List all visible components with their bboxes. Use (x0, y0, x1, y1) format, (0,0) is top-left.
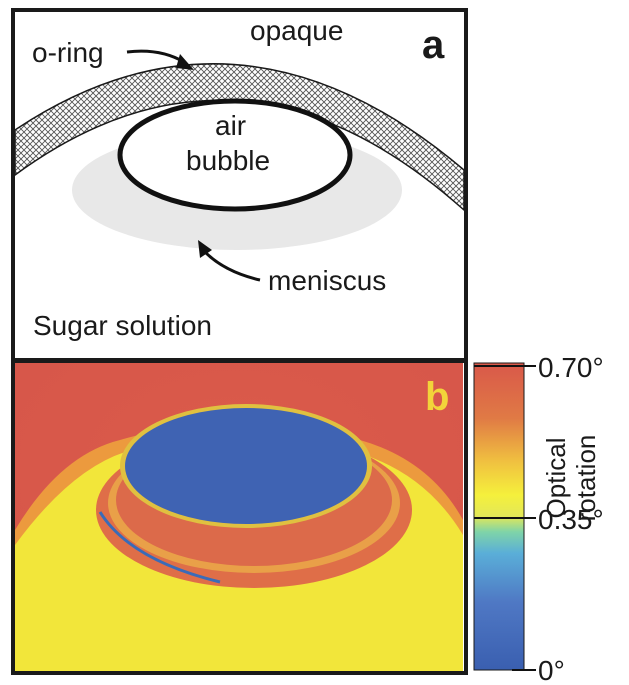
panel-a: a opaque o-ring air bubble meniscus Suga… (11, 8, 468, 362)
air-bubble-outline (117, 98, 353, 212)
tick-label-mid: 0.35° (538, 504, 604, 535)
label-bubble: bubble (186, 145, 270, 176)
colorbar-gradient (473, 362, 525, 671)
o-ring-shape (14, 63, 465, 212)
panel-b: b (11, 359, 468, 675)
panel-b-letter: b (425, 375, 449, 419)
bubble-core (125, 408, 367, 524)
meniscus-arrow (198, 240, 261, 282)
panel-a-letter: a (422, 23, 445, 67)
label-meniscus: meniscus (268, 265, 386, 296)
label-sugar-solution: Sugar solution (33, 310, 212, 341)
panel-b-frame (11, 359, 468, 675)
meniscus-blue-arc (98, 511, 221, 584)
o-ring-arrow (126, 49, 194, 70)
tick-label-high: 0.70° (538, 352, 604, 383)
colorbar: 0.70° 0.35° 0° Optical rotation (473, 352, 604, 685)
label-air: air (215, 110, 246, 141)
colorbar-title-line1: Optical (541, 438, 571, 519)
label-opaque: opaque (250, 15, 343, 46)
colorbar-title-line2: rotation (571, 435, 601, 522)
label-o-ring: o-ring (32, 37, 104, 68)
tick-label-low: 0° (538, 655, 565, 685)
